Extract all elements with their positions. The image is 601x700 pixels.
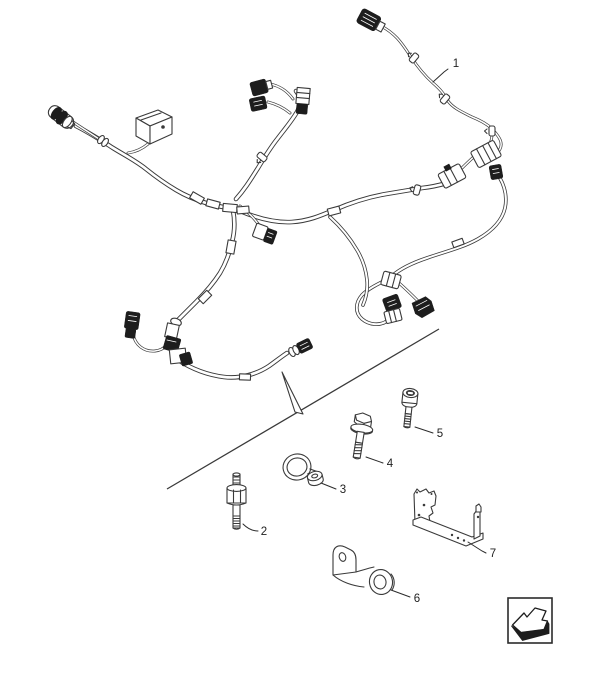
junction-block-1 — [437, 163, 467, 189]
junction-block-2 — [470, 140, 502, 168]
prev-figure-arrow-shadow — [511, 621, 550, 641]
connector-round-upper-left — [47, 105, 76, 130]
connector-black-lower-left — [124, 311, 141, 339]
callout-leader-7 — [467, 541, 487, 554]
part-stud — [226, 472, 247, 530]
callout-label-6: 6 — [414, 593, 420, 605]
callout-leader-3 — [320, 482, 337, 490]
divider-line — [166, 328, 440, 490]
connector-drop-right — [488, 164, 504, 180]
connector-right-angle — [252, 222, 278, 245]
connector-boot-end — [288, 338, 313, 358]
callout-label-1: 1 — [453, 58, 459, 70]
callout-label-3: 3 — [340, 484, 346, 496]
callout-4[interactable]: 4 — [365, 456, 394, 470]
callout-5[interactable]: 5 — [414, 426, 443, 440]
relay-box — [135, 109, 173, 145]
callout-leader-6 — [390, 589, 411, 598]
callout-3[interactable]: 3 — [320, 482, 346, 496]
callout-label-2: 2 — [261, 526, 267, 538]
part-u-bracket — [332, 545, 395, 596]
harness-clips — [256, 52, 496, 196]
part-socket-screw — [401, 387, 419, 429]
callout-leader-1 — [432, 68, 449, 83]
part-flange-bolt — [350, 412, 374, 460]
callout-7[interactable]: 7 — [467, 541, 496, 560]
connector-cluster-lower-left — [162, 317, 193, 367]
callout-2[interactable]: 2 — [242, 523, 267, 538]
part-mounting-bracket — [412, 488, 484, 547]
callout-leader-4 — [365, 456, 384, 464]
prev-figure-icon[interactable] — [507, 597, 553, 644]
callout-label-7: 7 — [490, 548, 496, 560]
wire-harness-drawing — [47, 8, 508, 381]
callout-6[interactable]: 6 — [390, 589, 420, 605]
callout-1[interactable]: 1 — [432, 58, 459, 83]
junction-block-lower-right — [380, 270, 402, 290]
connector-top-right — [356, 8, 386, 33]
part-clamp — [282, 453, 324, 487]
callout-leader-2 — [242, 523, 259, 532]
connector-pair-upper-middle — [249, 78, 311, 115]
cable-boot — [97, 134, 109, 148]
callout-leader-5 — [414, 426, 434, 434]
connector-cluster-lower-right — [382, 293, 403, 324]
callout-label-5: 5 — [437, 428, 443, 440]
pointer-arrow — [281, 371, 304, 415]
tape-wrap-bands — [189, 191, 465, 381]
callout-label-4: 4 — [387, 458, 394, 470]
connector-black-lower-right — [411, 296, 435, 319]
